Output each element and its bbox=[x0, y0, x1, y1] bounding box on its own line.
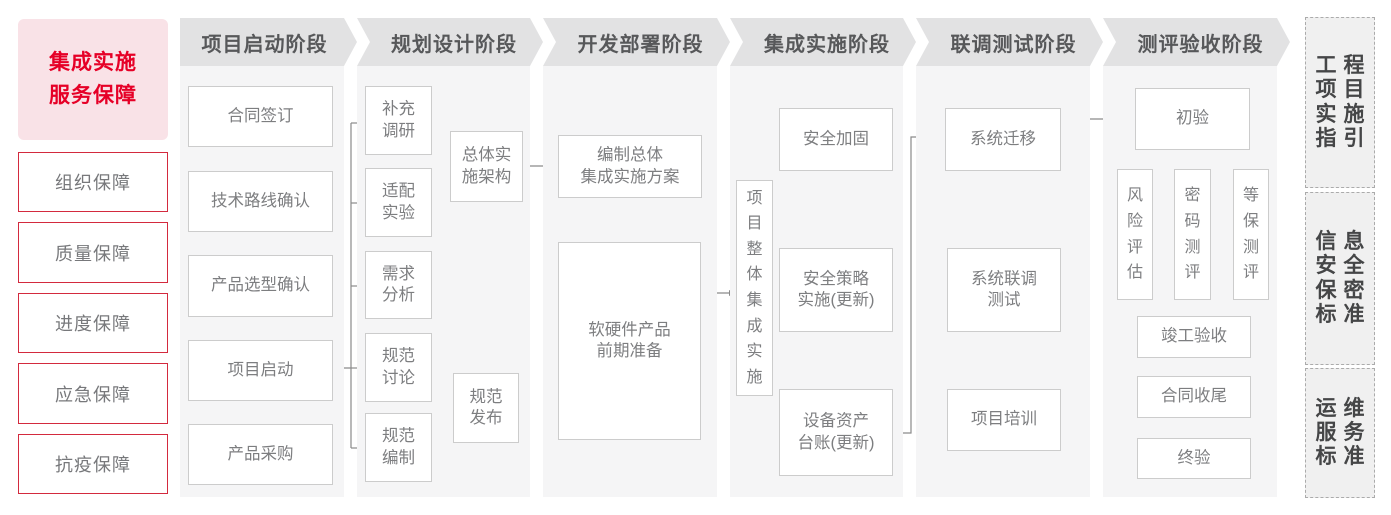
step-joint-testing: 系统联调 测试 bbox=[947, 248, 1061, 332]
phase-header-joint-testing: 联调测试阶段 bbox=[916, 18, 1103, 66]
phase-header-deployment: 开发部署阶段 bbox=[543, 18, 730, 66]
phase-header-implementation: 集成实施阶段 bbox=[730, 18, 916, 66]
step-project-kickoff: 项目启动 bbox=[188, 340, 333, 401]
phase-header-kickoff: 项目启动阶段 bbox=[180, 18, 357, 66]
standard-label: 运维 服务 标准 bbox=[1315, 396, 1372, 469]
step-contract-closure: 合同收尾 bbox=[1137, 376, 1251, 418]
phase-header-planning: 规划设计阶段 bbox=[357, 18, 543, 66]
step-crypto-evaluation: 密码测评 bbox=[1174, 169, 1211, 300]
legend-item-epidemic: 抗疫保障 bbox=[18, 434, 168, 494]
step-tech-route-confirm: 技术路线确认 bbox=[188, 171, 333, 232]
step-risk-assessment: 风险评估 bbox=[1117, 169, 1153, 300]
legend-item-organization: 组织保障 bbox=[18, 152, 168, 212]
step-spec-release: 规范 发布 bbox=[453, 373, 519, 443]
legend-title: 集成实施 服务保障 bbox=[18, 19, 168, 140]
step-system-migration: 系统迁移 bbox=[945, 108, 1061, 171]
step-security-hardening: 安全加固 bbox=[779, 108, 893, 171]
standard-label: 工程 项目 实施 指引 bbox=[1315, 54, 1372, 150]
step-overall-architecture: 总体实 施架构 bbox=[450, 131, 523, 202]
standard-ops-service: 运维 服务 标准 bbox=[1305, 368, 1375, 498]
standard-project-implementation-guide: 工程 项目 实施 指引 bbox=[1305, 17, 1375, 188]
step-supplement-research: 补充 调研 bbox=[365, 86, 432, 155]
legend-item-quality: 质量保障 bbox=[18, 222, 168, 283]
step-security-policy-update: 安全策略 实施(更新) bbox=[779, 248, 893, 332]
step-adaptation-test: 适配 实验 bbox=[365, 168, 432, 237]
step-product-purchase: 产品采购 bbox=[188, 424, 333, 485]
step-completion-acceptance: 竣工验收 bbox=[1137, 316, 1251, 358]
step-requirement-analysis: 需求 分析 bbox=[365, 251, 432, 319]
step-contract-signing: 合同签订 bbox=[188, 86, 333, 147]
step-spec-compilation: 规范 编制 bbox=[365, 413, 432, 482]
step-overall-integration: 项目整体集成实施 bbox=[736, 180, 773, 396]
standard-label: 信息 安全 保密 标准 bbox=[1315, 230, 1372, 326]
phase-header-acceptance: 测评验收阶段 bbox=[1103, 18, 1290, 66]
step-asset-ledger-update: 设备资产 台账(更新) bbox=[779, 389, 893, 476]
step-hw-sw-preparation: 软硬件产品 前期准备 bbox=[558, 242, 701, 440]
legend-item-schedule: 进度保障 bbox=[18, 293, 168, 353]
step-mlps-evaluation: 等保测评 bbox=[1233, 169, 1269, 300]
step-final-acceptance: 终验 bbox=[1137, 438, 1251, 479]
step-overall-integration-plan: 编制总体 集成实施方案 bbox=[558, 135, 702, 198]
legend-item-emergency: 应急保障 bbox=[18, 363, 168, 424]
step-initial-acceptance: 初验 bbox=[1135, 88, 1250, 150]
step-spec-discussion: 规范 讨论 bbox=[365, 333, 432, 402]
standard-info-security-confidentiality: 信息 安全 保密 标准 bbox=[1305, 192, 1375, 365]
step-project-training: 项目培训 bbox=[947, 389, 1061, 451]
step-product-selection-confirm: 产品选型确认 bbox=[188, 255, 333, 317]
